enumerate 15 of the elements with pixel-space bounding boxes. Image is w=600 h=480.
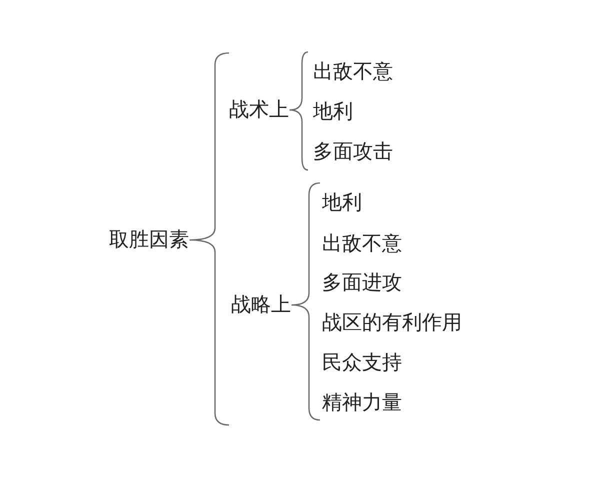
branch-label: 战术上 [229, 98, 289, 122]
branch-label: 战略上 [231, 293, 291, 317]
item-label: 精神力量 [322, 391, 402, 415]
item-label: 战区的有利作用 [322, 311, 462, 335]
item-label: 出敌不意 [322, 232, 402, 256]
item-label: 地利 [322, 191, 362, 215]
topic-label: 取胜因素 [109, 228, 189, 252]
item-label: 民众支持 [322, 351, 402, 375]
item-label: 出敌不意 [313, 60, 393, 84]
item-label: 多面进攻 [322, 271, 402, 295]
item-label: 多面攻击 [313, 140, 393, 164]
curly-brace [188, 52, 230, 426]
curly-brace [288, 51, 309, 171]
item-label: 地利 [313, 100, 353, 124]
curly-brace [290, 182, 321, 421]
